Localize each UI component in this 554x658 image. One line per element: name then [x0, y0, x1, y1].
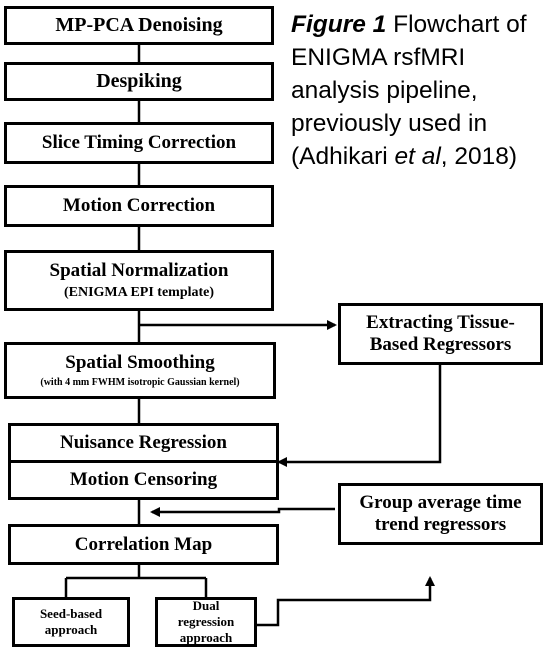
node-group-average-regressors: Group average time trend regressors [338, 483, 543, 545]
node-group-average-regressors-label: Group average time trend regressors [359, 492, 522, 535]
node-spatial-smoothing-sublabel: (with 4 mm FWHM isotropic Gaussian kerne… [40, 377, 240, 389]
caption-text-2: , 2018) [440, 143, 518, 171]
node-spatial-normalization-label: Spatial Normalization [49, 259, 229, 281]
node-despiking: Despiking [4, 62, 274, 101]
node-motion-correction: Motion Correction [4, 185, 274, 227]
node-spatial-smoothing-label: Spatial Smoothing [65, 352, 215, 374]
node-seed-based-approach: Seed-based approach [12, 597, 130, 647]
node-correlation-map-label: Correlation Map [74, 533, 213, 555]
caption-italic: et al [394, 143, 441, 171]
node-dual-regression-approach-label: Dual regression approach [177, 597, 235, 646]
node-dual-regression-approach: Dual regression approach [155, 597, 257, 647]
node-spatial-smoothing: Spatial Smoothing (with 4 mm FWHM isotro… [4, 342, 276, 399]
node-slice-timing-correction-label: Slice Timing Correction [41, 132, 237, 154]
node-seed-based-approach-label: Seed-based approach [39, 605, 103, 637]
node-despiking-label: Despiking [96, 70, 182, 92]
caption-label: Figure 1 [291, 11, 387, 38]
caption-text-1: Flowchart of ENIGMA rsfMRI analysis pipe… [291, 11, 527, 171]
node-nuisance-regression: Nuisance Regression [8, 423, 279, 463]
node-spatial-normalization-sublabel: (ENIGMA EPI template) [63, 285, 215, 301]
edge-tissue-regressors-to-censoring [277, 365, 442, 467]
node-extracting-tissue-regressors-label: Extracting Tissue-Based Regressors [366, 312, 515, 355]
node-motion-censoring-label: Motion Censoring [69, 469, 218, 491]
edge-dual-regression-to-group-average [257, 576, 435, 627]
node-motion-correction-label: Motion Correction [62, 195, 216, 217]
node-mp-pca-denoising-label: MP-PCA Denoising [55, 14, 223, 36]
node-nuisance-regression-label: Nuisance Regression [60, 432, 227, 454]
node-slice-timing-correction: Slice Timing Correction [4, 122, 274, 164]
figure-caption: Figure 1 Flowchart of ENIGMA rsfMRI anal… [291, 8, 553, 173]
node-correlation-map: Correlation Map [8, 524, 279, 565]
node-extracting-tissue-regressors: Extracting Tissue-Based Regressors [338, 303, 543, 365]
edge-group-average-to-censoring-merge [150, 507, 335, 517]
node-mp-pca-denoising: MP-PCA Denoising [4, 6, 274, 45]
node-spatial-normalization: Spatial Normalization (ENIGMA EPI templa… [4, 250, 274, 311]
node-motion-censoring: Motion Censoring [8, 460, 279, 500]
